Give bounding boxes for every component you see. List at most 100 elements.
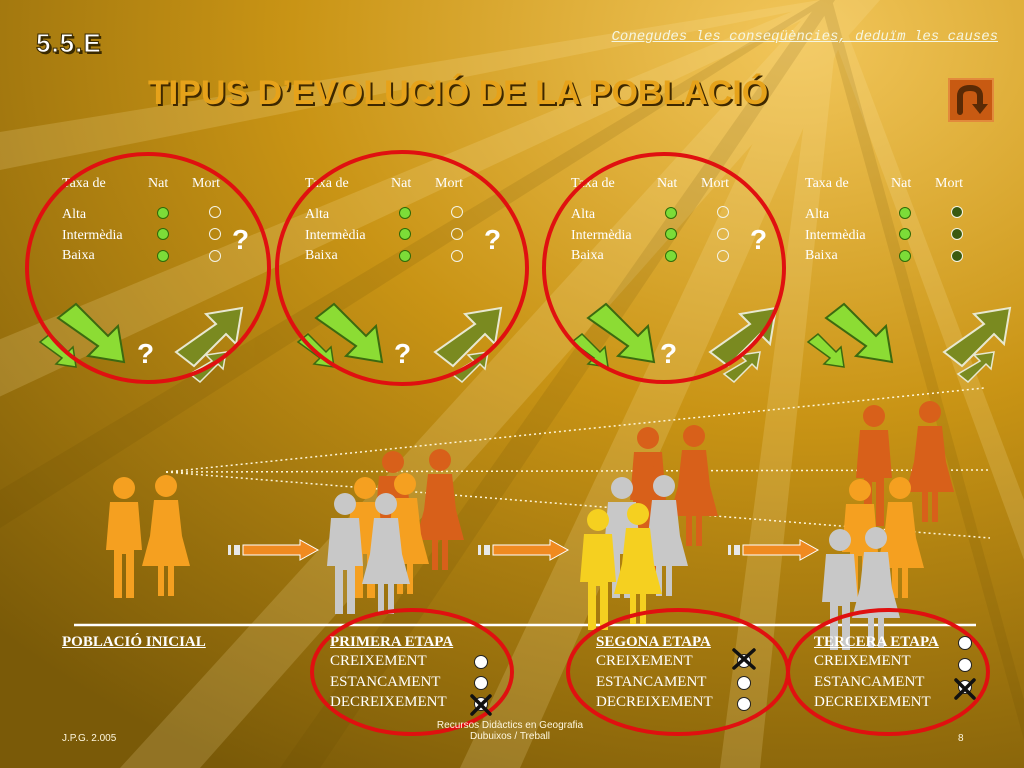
mort-baixa-dot[interactable] bbox=[209, 250, 221, 262]
header-nat: Nat bbox=[148, 176, 169, 191]
stage-title: TERCERA ETAPA bbox=[814, 634, 939, 650]
header-mort: Mort bbox=[935, 176, 963, 191]
option-creixement-checkbox[interactable] bbox=[474, 655, 488, 669]
mort-baixa-dot[interactable] bbox=[451, 250, 463, 262]
stage-arrow-icon bbox=[228, 539, 320, 561]
mort-intermedia-dot[interactable] bbox=[209, 228, 221, 240]
nat-alta-dot[interactable] bbox=[665, 207, 677, 219]
rate-panel-4: Taxa de Nat Mort Alta Intermèdia Baixa bbox=[805, 174, 995, 267]
nat-baixa-dot[interactable] bbox=[899, 250, 911, 262]
rate-level: Baixa bbox=[571, 248, 604, 263]
mort-baixa-dot[interactable] bbox=[951, 250, 963, 262]
second-stage-population bbox=[580, 425, 718, 630]
header-mort: Mort bbox=[435, 176, 463, 191]
rate-level: Baixa bbox=[305, 248, 338, 263]
question-mark: ? bbox=[137, 338, 155, 369]
header-mort: Mort bbox=[701, 176, 729, 191]
initial-couple bbox=[106, 475, 190, 598]
woman-figure bbox=[142, 475, 190, 596]
option-label: ESTANCAMENT bbox=[814, 673, 925, 690]
first-stage-population bbox=[327, 449, 464, 614]
mort-intermedia-dot[interactable] bbox=[717, 228, 729, 240]
mort-intermedia-dot[interactable] bbox=[951, 228, 963, 240]
nat-baixa-dot[interactable] bbox=[665, 250, 677, 262]
rate-level: Baixa bbox=[805, 248, 838, 263]
option-decreixement-checkbox[interactable] bbox=[958, 680, 972, 694]
u-turn-back-icon bbox=[957, 84, 988, 115]
option-label: DECREIXEMENT bbox=[596, 694, 713, 710]
nat-intermedia-dot[interactable] bbox=[665, 228, 677, 240]
option-decreixement-checkbox[interactable] bbox=[474, 697, 488, 711]
rate-level: Alta bbox=[305, 207, 330, 222]
highlight-ring bbox=[25, 152, 271, 384]
rate-level: Intermèdia bbox=[62, 227, 123, 243]
mort-alta-dot[interactable] bbox=[717, 206, 729, 218]
header-taxa: Taxa de bbox=[305, 176, 349, 191]
nat-baixa-dot[interactable] bbox=[399, 250, 411, 262]
rate-level: Baixa bbox=[62, 248, 95, 263]
birth-arrow-small-icon bbox=[807, 333, 845, 368]
question-mark: ? bbox=[750, 224, 768, 255]
question-mark: ? bbox=[484, 224, 502, 255]
stage-arrow-icon bbox=[478, 539, 570, 561]
header-nat: Nat bbox=[391, 176, 412, 191]
option-label: CREIXEMENT bbox=[596, 653, 693, 669]
rate-panel-2: Taxa de Nat Mort Alta Intermèdia Baixa bbox=[305, 174, 495, 267]
rate-level: Intermèdia bbox=[305, 227, 366, 243]
option-label: DECREIXEMENT bbox=[814, 694, 931, 710]
option-label: ESTANCAMENT bbox=[330, 673, 441, 690]
birth-arrow-small-icon bbox=[571, 333, 609, 368]
nat-intermedia-dot[interactable] bbox=[899, 228, 911, 240]
rate-level: Alta bbox=[62, 207, 87, 222]
highlight-ring bbox=[275, 150, 529, 386]
highlight-ring bbox=[310, 608, 514, 736]
option-estancament-checkbox[interactable] bbox=[737, 676, 751, 690]
footer-center-line1: Recursos Didàctics en Geografia bbox=[436, 720, 584, 731]
nat-alta-dot[interactable] bbox=[899, 207, 911, 219]
stage-title: PRIMERA ETAPA bbox=[330, 634, 454, 650]
rate-level: Alta bbox=[805, 207, 830, 222]
mort-baixa-dot[interactable] bbox=[717, 250, 729, 262]
stage-title: POBLACIÓ INICIAL bbox=[62, 634, 206, 650]
death-arrow-icon bbox=[434, 307, 502, 367]
nat-alta-dot[interactable] bbox=[399, 207, 411, 219]
stage-arrow-icon bbox=[728, 539, 820, 561]
footer-author: J.P.G. 2.005 bbox=[62, 733, 117, 744]
mort-alta-dot[interactable] bbox=[209, 206, 221, 218]
question-mark: ? bbox=[660, 338, 678, 369]
option-creixement-checkbox[interactable] bbox=[958, 636, 972, 650]
nat-alta-dot[interactable] bbox=[157, 207, 169, 219]
nat-baixa-dot[interactable] bbox=[157, 250, 169, 262]
header-nat: Nat bbox=[657, 176, 678, 191]
stage-initial: POBLACIÓ INICIAL bbox=[62, 634, 206, 651]
highlight-ring bbox=[542, 152, 786, 384]
mort-alta-dot[interactable] bbox=[951, 206, 963, 218]
rate-level: Intermèdia bbox=[571, 227, 632, 243]
option-decreixement-checkbox[interactable] bbox=[737, 697, 751, 711]
option-label: ESTANCAMENT bbox=[596, 673, 707, 690]
birth-arrow-small-icon bbox=[39, 333, 77, 368]
option-estancament-checkbox[interactable] bbox=[474, 676, 488, 690]
highlight-ring bbox=[786, 608, 990, 736]
mort-alta-dot[interactable] bbox=[451, 206, 463, 218]
rate-level: Alta bbox=[571, 207, 596, 222]
stage-first: PRIMERA ETAPA CREIXEMENT ESTANCAMENT DEC… bbox=[330, 634, 453, 713]
footer-center: Recursos Didàctics en Geografia Dubuixos… bbox=[400, 720, 620, 742]
man-figure bbox=[106, 477, 142, 598]
mort-intermedia-dot[interactable] bbox=[451, 228, 463, 240]
page-title: TIPUS D’EVOLUCIÓ DE LA POBLACIÓ bbox=[148, 74, 769, 112]
footer-center-line2: Dubuixos / Treball bbox=[469, 731, 551, 742]
third-stage-population bbox=[822, 401, 954, 650]
option-label: CREIXEMENT bbox=[330, 653, 427, 669]
header-taxa: Taxa de bbox=[805, 176, 849, 191]
option-creixement-checkbox[interactable] bbox=[737, 654, 751, 668]
header-nat: Nat bbox=[891, 176, 912, 191]
nat-intermedia-dot[interactable] bbox=[157, 228, 169, 240]
stage-second: SEGONA ETAPA CREIXEMENT ESTANCAMENT DECR… bbox=[596, 634, 713, 713]
option-estancament-checkbox[interactable] bbox=[958, 658, 972, 672]
back-button[interactable] bbox=[948, 78, 994, 122]
nat-intermedia-dot[interactable] bbox=[399, 228, 411, 240]
option-label: CREIXEMENT bbox=[814, 653, 911, 669]
